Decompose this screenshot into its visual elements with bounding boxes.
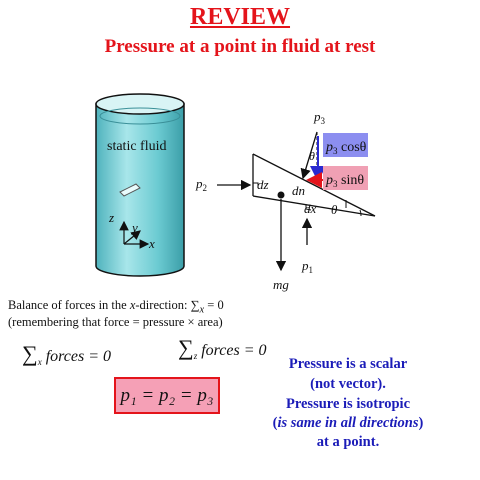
theta-label: θ xyxy=(331,202,338,217)
sum-x-equation: ∑x forces = 0 xyxy=(22,341,111,368)
center-point xyxy=(277,191,285,199)
p1-label: p1 xyxy=(301,258,313,275)
dn-label: dn xyxy=(292,183,305,198)
mg-label: mg xyxy=(273,277,289,292)
axis-y-label: y xyxy=(130,220,138,235)
summary-line-3: Pressure is isotropic xyxy=(285,396,411,412)
summary-line-1: Pressure is a scalar xyxy=(288,356,408,372)
fluid-cylinder xyxy=(95,93,185,277)
page-subtitle: Pressure at a point in fluid at rest xyxy=(104,36,376,57)
sum-z-equation: ∑z forces = 0 xyxy=(178,335,267,362)
p3-cos-box xyxy=(323,133,368,157)
force-balance-note: Balance of forces in the x-direction: ∑x… xyxy=(8,298,224,316)
theta-top-label: θ xyxy=(309,149,315,163)
page-title: REVIEW xyxy=(189,4,291,30)
axis-z-label: z xyxy=(108,210,114,225)
summary-line-4: (is same in all directions) xyxy=(272,415,424,431)
dx-label: dx xyxy=(304,201,317,216)
fluid-element-icon xyxy=(119,183,141,197)
p2-label: p2 xyxy=(195,176,207,193)
p3-sin-box xyxy=(323,166,368,190)
cylinder-label: static fluid xyxy=(107,139,167,154)
pressure-equality-box: p₁ = p₂ = p₃ xyxy=(114,377,220,414)
p3-cos-label: p3 cosθ xyxy=(325,140,367,156)
axis-y-arrow xyxy=(123,230,141,245)
axis-x-label: x xyxy=(148,236,155,251)
p3-arrow xyxy=(300,131,318,180)
summary-line-5: at a point. xyxy=(316,434,380,450)
p3-sin-label: p3 sinθ xyxy=(325,173,364,189)
p3-label: p3 xyxy=(313,109,326,126)
summary-line-2: (not vector). xyxy=(310,376,386,392)
force-pressure-note: (remembering that force = pressure × are… xyxy=(8,315,223,329)
dz-label: dz xyxy=(257,177,269,192)
